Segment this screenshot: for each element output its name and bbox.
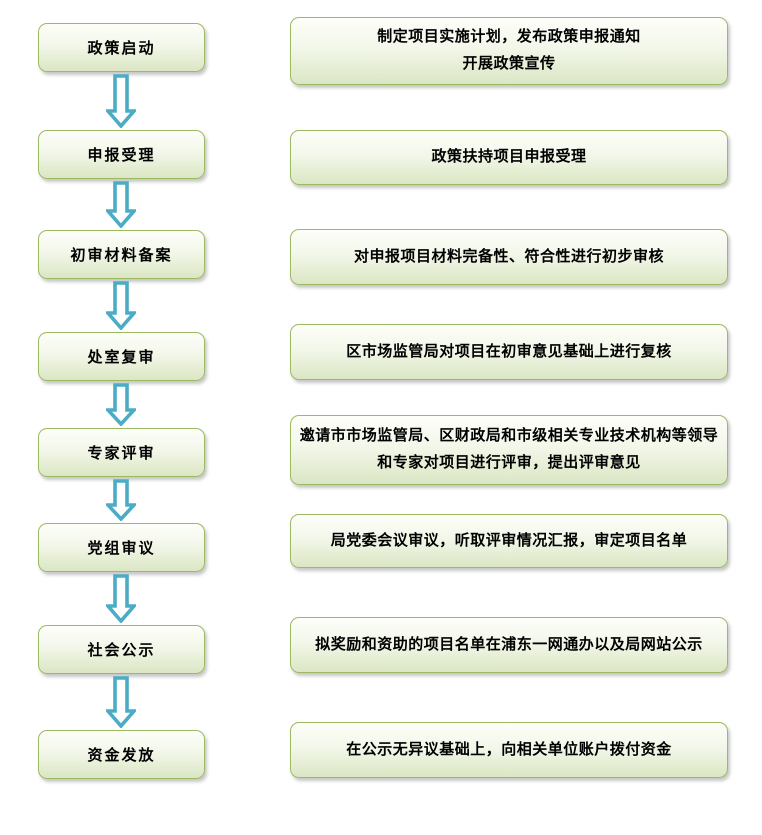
- down-arrow-icon: [106, 181, 136, 228]
- stage-box: 初审材料备案: [38, 230, 205, 279]
- description-box: 对申报项目材料完备性、符合性进行初步审核: [290, 229, 728, 285]
- down-arrow-icon: [106, 383, 136, 426]
- description-text: 局党委会议审议，听取评审情况汇报，审定项目名单: [330, 532, 688, 549]
- description-box: 区市场监管局对项目在初审意见基础上进行复核: [290, 324, 728, 380]
- description-text: 拟奖励和资助的项目名单在浦东一网通办以及局网站公示: [315, 636, 703, 653]
- stage-box: 政策启动: [38, 23, 205, 72]
- down-arrow-icon: [106, 574, 136, 623]
- description-box: 政策扶持项目申报受理: [290, 130, 728, 185]
- stage-box: 社会公示: [38, 625, 205, 674]
- description-box: 制定项目实施计划，发布政策申报通知 开展政策宣传: [290, 17, 728, 85]
- stage-label: 党组审议: [87, 541, 156, 557]
- stage-label: 资金发放: [87, 748, 156, 764]
- stage-box: 资金发放: [38, 730, 205, 779]
- stage-label: 社会公示: [87, 643, 156, 659]
- description-box: 拟奖励和资助的项目名单在浦东一网通办以及局网站公示: [290, 617, 728, 673]
- stage-label: 申报受理: [87, 148, 156, 164]
- down-arrow-icon: [106, 74, 136, 128]
- description-text: 对申报项目材料完备性、符合性进行初步审核: [353, 248, 664, 265]
- down-arrow-icon: [106, 676, 136, 728]
- stage-label: 处室复审: [87, 350, 156, 366]
- stage-box: 申报受理: [38, 130, 205, 179]
- down-arrow-icon: [106, 281, 136, 330]
- description-box: 在公示无异议基础上，向相关单位账户拨付资金: [290, 722, 728, 778]
- description-text: 邀请市市场监管局、区财政局和市级相关专业技术机构等领导 和专家对项目进行评审，提…: [299, 428, 719, 471]
- description-text: 区市场监管局对项目在初审意见基础上进行复核: [346, 343, 672, 360]
- description-text: 政策扶持项目申报受理: [431, 149, 587, 165]
- stage-box: 专家评审: [38, 428, 205, 477]
- stage-box: 党组审议: [38, 523, 205, 572]
- description-text: 在公示无异议基础上，向相关单位账户拨付资金: [346, 741, 672, 758]
- stage-label: 政策启动: [87, 41, 156, 57]
- description-box: 局党委会议审议，听取评审情况汇报，审定项目名单: [290, 514, 728, 568]
- stage-label: 初审材料备案: [70, 248, 173, 264]
- description-box: 邀请市市场监管局、区财政局和市级相关专业技术机构等领导 和专家对项目进行评审，提…: [290, 415, 728, 485]
- down-arrow-icon: [106, 479, 136, 521]
- stage-box: 处室复审: [38, 332, 205, 381]
- description-text: 制定项目实施计划，发布政策申报通知 开展政策宣传: [377, 29, 641, 72]
- stage-label: 专家评审: [87, 446, 156, 462]
